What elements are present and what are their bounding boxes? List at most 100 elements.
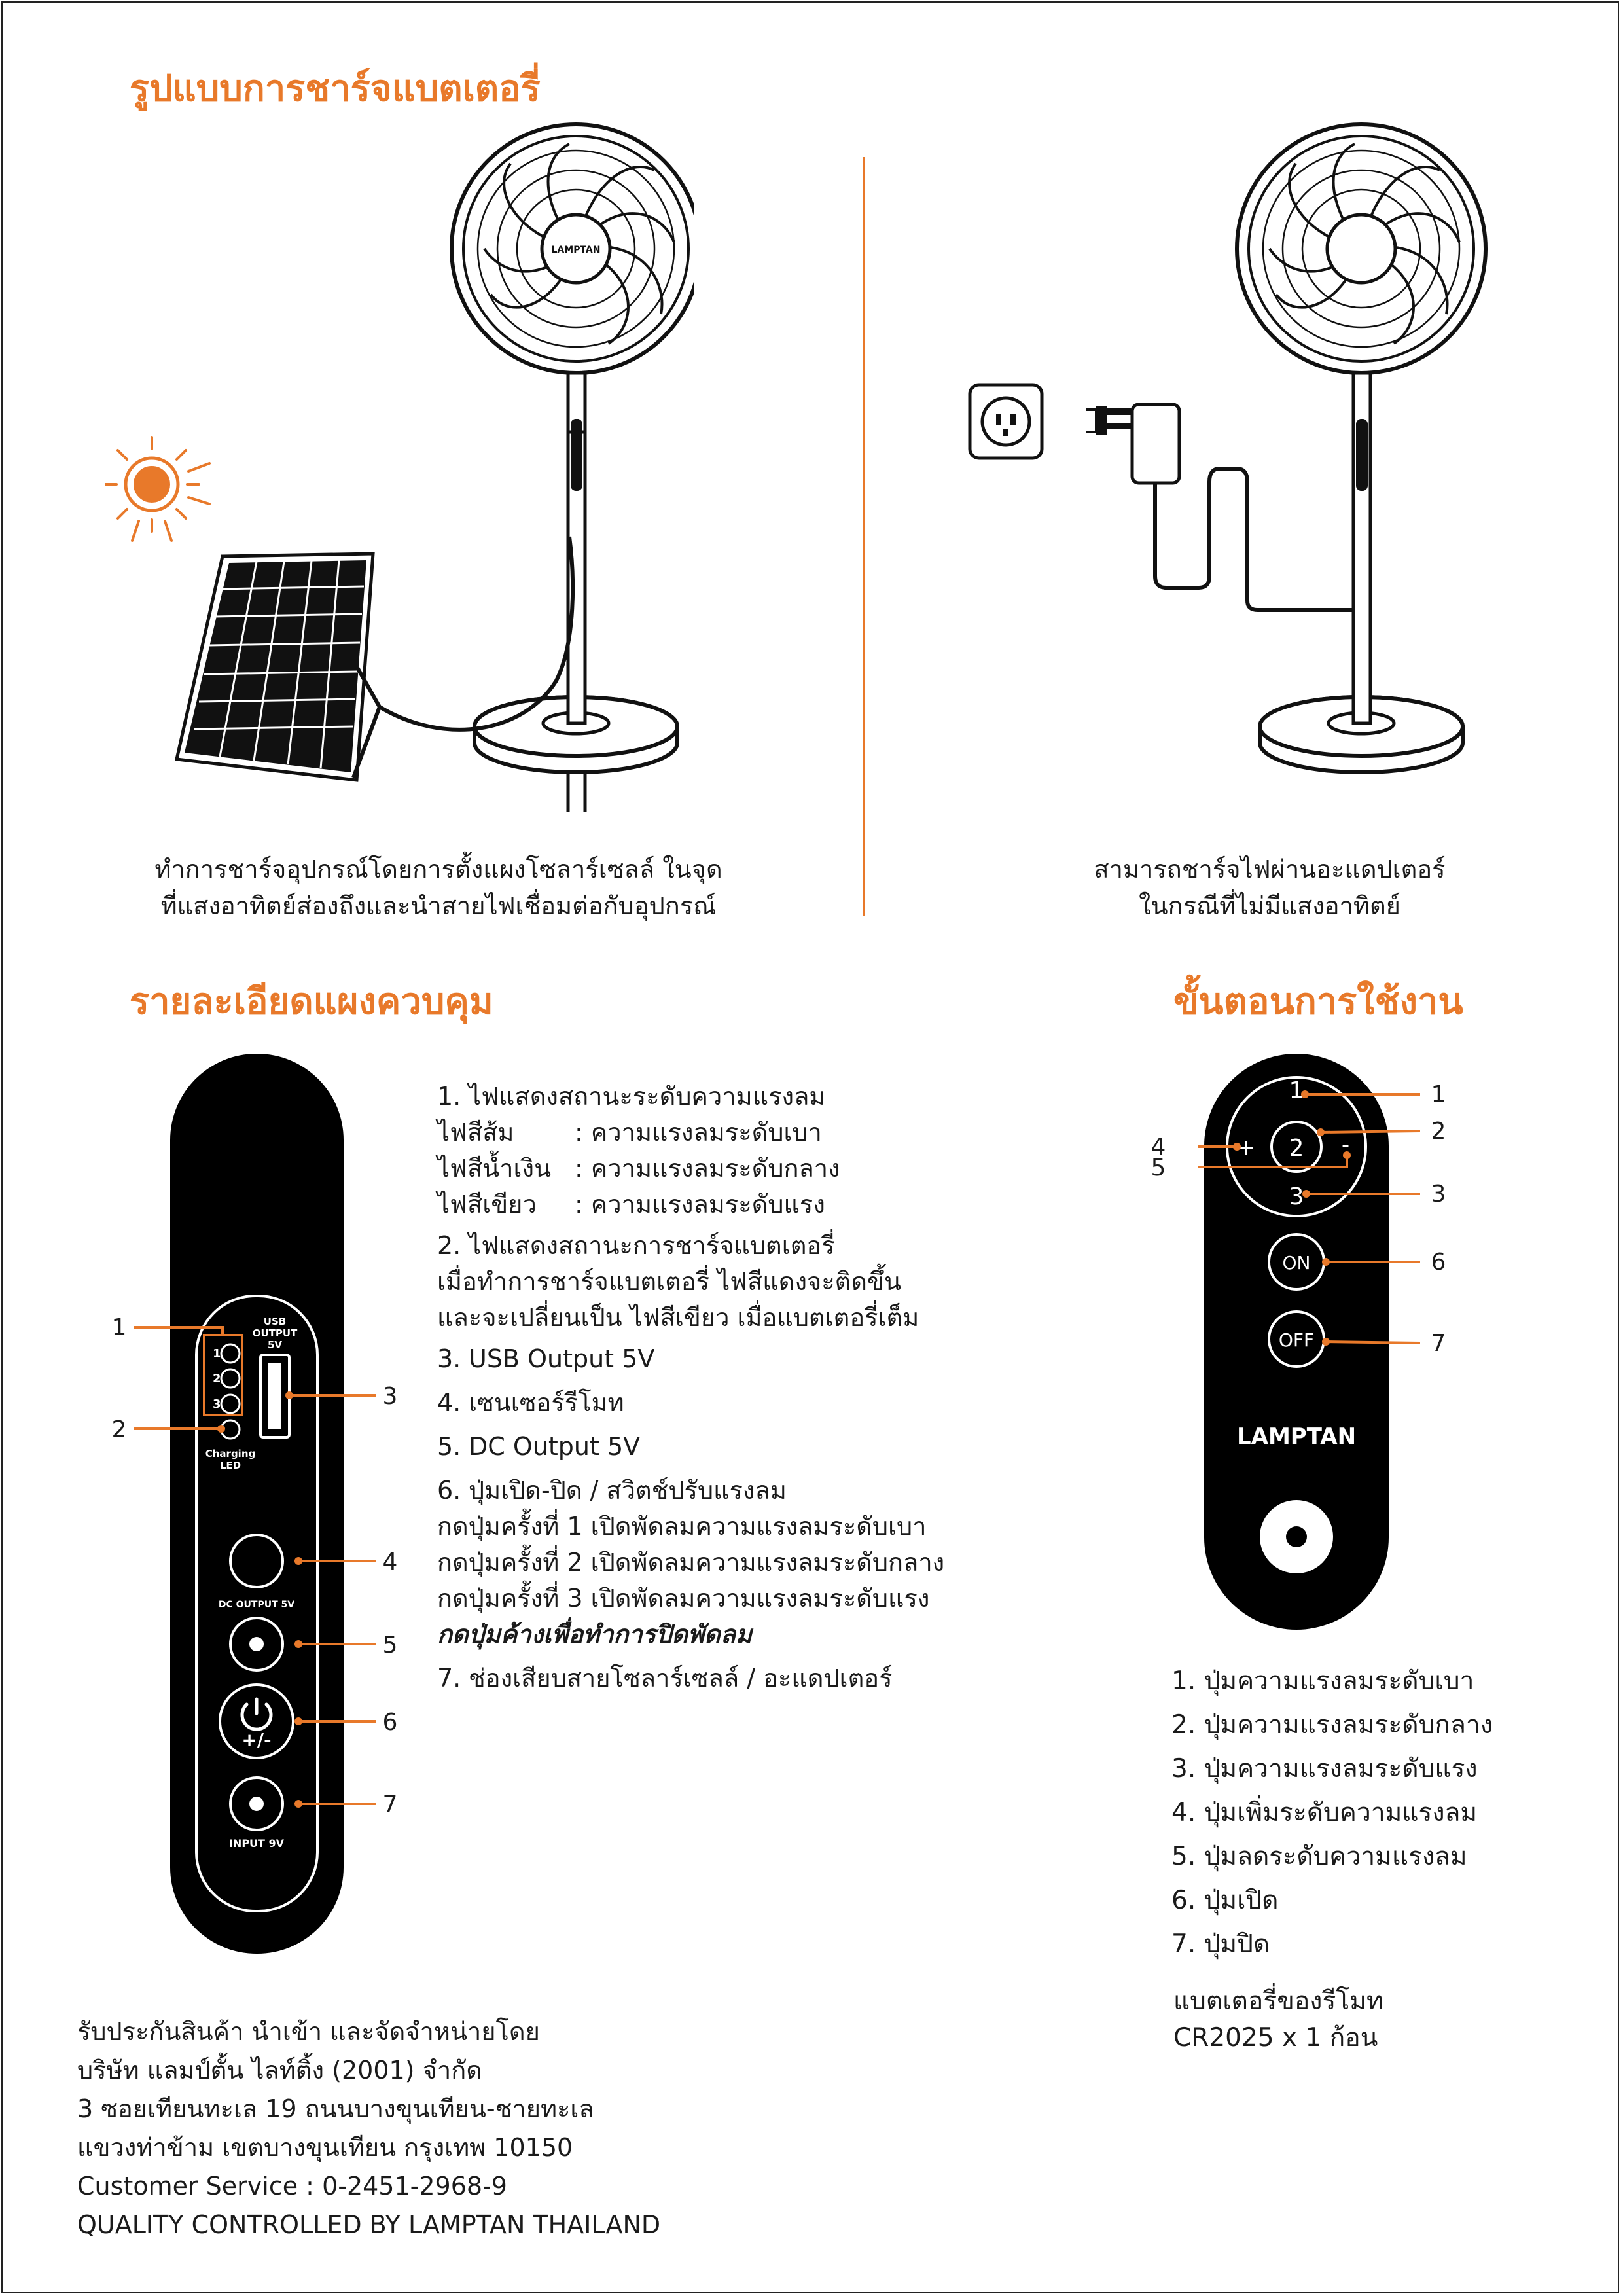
callout-4: 4 — [383, 1549, 398, 1575]
remote-button-list: 1. ปุ่มความแรงลมระดับเบา 2. ปุ่มความแรงล… — [1171, 1659, 1493, 1966]
remote-button-2-label: 2 — [1289, 1135, 1304, 1162]
usage-section-title: ขั้นตอนการใช้งาน — [1173, 980, 1463, 1023]
list-item: เมื่อทำการชาร์จแบตเตอรี่ ไฟสีแดงจะติดขึ้… — [437, 1267, 901, 1296]
adapter-caption: สามารถชาร์จไฟผ่านอะแดปเตอร์ ในกรณีที่ไม่… — [1021, 851, 1518, 924]
item-number: 7. — [437, 1664, 461, 1693]
footer-company: บริษัท แลมป์ตั้น ไลท์ติ้ง (2001) จำกัด — [77, 2056, 482, 2085]
solar-charging-illustration: LAMPTAN — [105, 122, 694, 812]
led-1-label: 1 — [213, 1347, 221, 1361]
list-item: 4.เซนเซอร์รีโมท — [437, 1385, 944, 1421]
item-key: ไฟสีส้ม — [437, 1118, 514, 1147]
adapter-charging-illustration — [968, 122, 1488, 774]
callout-2: 2 — [112, 1416, 127, 1443]
dc-output-label: DC OUTPUT 5V — [219, 1600, 294, 1610]
remote-battery-note: แบตเตอรี่ของรีโมท CR2025 x 1 ก้อน — [1173, 1983, 1383, 2056]
list-item: 4. ปุ่มเพิ่มระดับความแรงลม — [1171, 1798, 1478, 1827]
led-3-icon — [220, 1393, 241, 1414]
remote-minus-label: - — [1342, 1132, 1349, 1158]
item-text: ปุ่มเปิด-ปิด / สวิตช์ปรับแรงลม — [469, 1476, 787, 1505]
led-2-icon — [220, 1368, 241, 1389]
list-item: 7. ช่องเสียบสายโซลาร์เซลล์ / อะแดปเตอร์ — [437, 1660, 944, 1696]
item-number: 2. — [437, 1231, 461, 1260]
list-item: 2. ปุ่มความแรงลมระดับกลาง — [1171, 1710, 1493, 1740]
item-text: USB Output 5V — [469, 1344, 655, 1373]
fan-illustration: LAMPTAN — [450, 122, 694, 812]
remote-callout-7: 7 — [1431, 1330, 1446, 1357]
input-port-icon — [229, 1776, 284, 1831]
list-item: 5. DC Output 5V — [437, 1429, 944, 1465]
list-item: ไฟสีเขียว : ความแรงลมระดับแรง — [437, 1187, 944, 1223]
remote-off-label: OFF — [1279, 1329, 1314, 1351]
remote-callout-2: 2 — [1431, 1118, 1446, 1145]
item-number: 3. — [437, 1344, 461, 1373]
item-text: ไฟแสดงสถานะระดับความแรงลม — [469, 1082, 826, 1111]
item-number: 5. — [437, 1432, 461, 1461]
list-item: ไฟสีส้ม : ความแรงลมระดับเบา — [437, 1115, 944, 1151]
list-item: กดปุ่มครั้งที่ 2 เปิดพัดลมความแรงลมระดับ… — [437, 1548, 945, 1577]
remote-callout-3: 3 — [1431, 1181, 1446, 1208]
item-key: ไฟสีเขียว — [437, 1190, 537, 1219]
solar-panel-icon — [174, 552, 382, 782]
footer-address-2: แขวงท่าข้าม เขตบางขุนเทียน กรุงเทพ 10150 — [77, 2133, 573, 2162]
list-item: 6. ปุ่มเปิด-ปิด / สวิตช์ปรับแรงลม — [437, 1473, 944, 1509]
list-item: 1. ปุ่มความแรงลมระดับเบา — [1171, 1666, 1474, 1696]
item-number: 6. — [437, 1476, 461, 1505]
remote-button-2 — [1270, 1121, 1323, 1173]
adapter-caption-line-1: สามารถชาร์จไฟผ่านอะแดปเตอร์ — [1094, 855, 1446, 884]
remote-sensor-icon — [229, 1534, 284, 1588]
list-item: 3. USB Output 5V — [437, 1341, 944, 1377]
item-number: 1. — [437, 1082, 461, 1111]
fan-illustration-2 — [1235, 122, 1488, 774]
callout-7: 7 — [383, 1791, 398, 1818]
item-text: ช่องเสียบสายโซลาร์เซลล์ / อะแดปเตอร์ — [469, 1664, 893, 1693]
item-value: : ความแรงลมระดับกลาง — [575, 1154, 840, 1183]
control-panel-body — [170, 1054, 344, 1954]
remote-illustration: 1 2 3 + - ON OFF LAMPTAN 1 2 3 4 5 6 7 — [1151, 1054, 1446, 1630]
usb-label: USB — [264, 1316, 286, 1327]
remote-on-label: ON — [1283, 1252, 1311, 1274]
list-item: 7. ปุ่มปิด — [1171, 1929, 1270, 1959]
battery-note-line-2: CR2025 x 1 ก้อน — [1173, 2023, 1378, 2053]
led-1-icon — [220, 1343, 241, 1364]
list-item: ไฟสีน้ำเงิน : ความแรงลมระดับกลาง — [437, 1151, 944, 1187]
list-item: กดปุ่มครั้งที่ 3 เปิดพัดลมความแรงลมระดับ… — [437, 1584, 930, 1613]
item-value: : ความแรงลมระดับแรง — [575, 1190, 825, 1219]
footer-address-1: 3 ซอยเทียนทะเล 19 ถนนบางขุนเทียน-ชายทะเล — [77, 2094, 594, 2123]
sun-icon — [105, 436, 211, 542]
plus-minus-label: +/- — [241, 1729, 271, 1751]
list-item: 5. ปุ่มลดระดับความแรงลม — [1171, 1842, 1467, 1871]
control-panel-illustration: 1 2 3 USB OUTPUT 5V Charging LED DC OUTP… — [112, 1054, 398, 1954]
remote-button-1-label: 1 — [1289, 1077, 1304, 1104]
footer-info: รับประกันสินค้า นำเข้า และจัดจำหน่ายโดย … — [77, 2013, 660, 2244]
section-divider — [863, 157, 865, 916]
item-text: ไฟแสดงสถานะการชาร์จแบตเตอรี่ — [469, 1231, 835, 1260]
solar-caption-line-1: ทำการชาร์จอุปกรณ์โดยการตั้งแผงโซลาร์เซลล… — [154, 855, 722, 884]
item-text: DC Output 5V — [469, 1432, 641, 1461]
item-key: ไฟสีน้ำเงิน — [437, 1154, 552, 1183]
list-item: 2. ไฟแสดงสถานะการชาร์จแบตเตอรี่ — [437, 1228, 944, 1264]
adapter-caption-line-2: ในกรณีที่ไม่มีแสงอาทิตย์ — [1139, 891, 1400, 920]
remote-callout-5: 5 — [1151, 1155, 1166, 1181]
battery-note-line-1: แบตเตอรี่ของรีโมท — [1173, 1986, 1383, 2016]
callout-3: 3 — [383, 1383, 398, 1410]
solar-caption: ทำการชาร์จอุปกรณ์โดยการตั้งแผงโซลาร์เซลล… — [131, 851, 746, 924]
remote-button-3-label: 3 — [1289, 1183, 1304, 1210]
callout-6: 6 — [383, 1709, 398, 1736]
fan-brand-label: LAMPTAN — [552, 245, 601, 255]
led-label: LED — [220, 1460, 241, 1471]
callout-1: 1 — [112, 1314, 127, 1341]
list-item: กดปุ่มครั้งที่ 1 เปิดพัดลมความแรงลมระดับ… — [437, 1512, 927, 1541]
list-item: 6. ปุ่มเปิด — [1171, 1886, 1279, 1915]
remote-callout-6: 6 — [1431, 1249, 1446, 1276]
item-value: : ความแรงลมระดับเบา — [575, 1118, 822, 1147]
usb-output-label: OUTPUT — [253, 1327, 298, 1339]
footer-quality: QUALITY CONTROLLED BY LAMPTAN THAILAND — [77, 2210, 661, 2239]
power-button-icon — [219, 1683, 294, 1759]
list-item: 3. ปุ่มความแรงลมระดับแรง — [1171, 1754, 1478, 1784]
list-item: และจะเปลี่ยนเป็น ไฟสีเขียว เมื่อแบตเตอรี… — [437, 1303, 919, 1332]
footer-customer-service: Customer Service : 0-2451-2968-9 — [77, 2172, 507, 2200]
remote-callout-4: 4 — [1151, 1134, 1166, 1160]
led-2-label: 2 — [213, 1372, 221, 1386]
charging-section-title: รูปแบบการชาร์จแบตเตอรี่ — [130, 67, 541, 110]
